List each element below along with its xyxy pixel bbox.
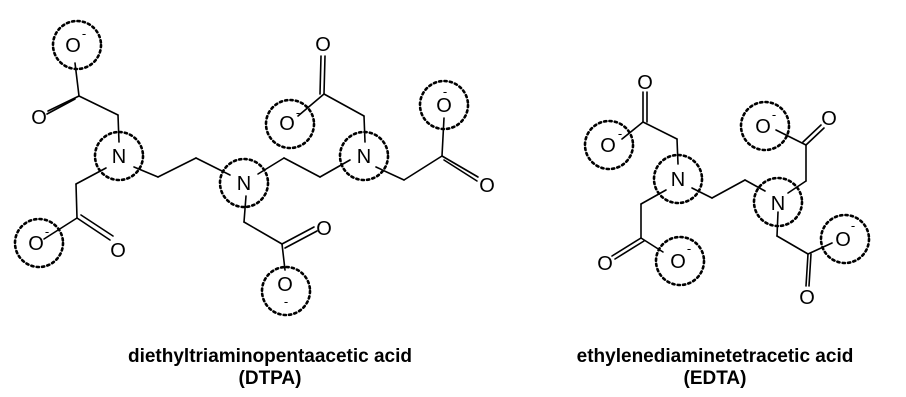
dtpa-oxygen-carbonyl-upper-left: O — [31, 107, 47, 129]
edta-caption: ethylenediaminetetracetic acid (EDTA) — [545, 346, 885, 390]
edta-site-nitrogen-left — [652, 153, 704, 205]
dtpa-oxygen-anion-lower-left: O — [28, 233, 44, 255]
edta-donor-site-markers — [583, 100, 871, 287]
edta-structure: N N O O O O O - O - O - O - — [583, 72, 871, 309]
dtpa-oxygen-carbonyl-center: O — [316, 218, 332, 240]
edta-nitrogen-right: N — [771, 193, 785, 215]
dtpa-site-oxygen-upper-left — [51, 19, 103, 71]
edta-site-oxygen-upper-right — [739, 100, 791, 152]
dtpa-oxygen-anion-center: O — [277, 274, 293, 296]
dtpa-site-nitrogen-center — [218, 157, 270, 209]
edta-bonds — [611, 91, 833, 287]
dtpa-charge-right: - — [443, 84, 447, 99]
edta-nitrogen-left: N — [671, 169, 685, 191]
dtpa-oxygen-anion-upper-left: O — [65, 35, 81, 57]
dtpa-donor-site-markers — [13, 19, 470, 317]
dtpa-caption: diethyltriaminopentaacetic acid (DTPA) — [60, 346, 480, 390]
edta-oxygen-carbonyl-lower-right: O — [799, 287, 815, 309]
dtpa-oxygen-carbonyl-right: O — [479, 175, 495, 197]
edta-name: ethylenediaminetetracetic acid — [576, 346, 854, 367]
edta-oxygen-anion-lower: O — [670, 251, 686, 273]
dtpa-charge-lower-left: - — [45, 224, 49, 239]
dtpa-nitrogen-center: N — [237, 173, 251, 195]
dtpa-oxygen-anion-right: O — [436, 95, 452, 117]
edta-site-oxygen-lower — [654, 235, 706, 287]
dtpa-site-oxygen-center — [260, 265, 312, 317]
edta-oxygen-carbonyl-upper-left: O — [637, 72, 653, 94]
edta-oxygen-carbonyl-lower-left: O — [597, 253, 613, 275]
dtpa-name: diethyltriaminopentaacetic acid — [127, 346, 413, 367]
edta-charge-lower-right: - — [851, 218, 855, 233]
dtpa-oxygen-anion-upper-right: O — [279, 113, 295, 135]
dtpa-charge-center: - — [284, 294, 288, 309]
edta-charge-upper-right: - — [772, 107, 776, 122]
dtpa-site-oxygen-right — [418, 79, 470, 131]
edta-charge-left: - — [618, 126, 622, 141]
dtpa-abbreviation: (DTPA) — [238, 368, 302, 389]
edta-site-oxygen-left — [583, 119, 635, 171]
dtpa-oxygen-carbonyl-upper-right: O — [315, 34, 331, 56]
dtpa-structure: N N N O O O O O O - O - O - O - O - — [13, 19, 495, 317]
edta-site-nitrogen-right — [752, 176, 804, 228]
dtpa-charge-upper-left: - — [82, 26, 86, 41]
edta-oxygen-anion-left: O — [600, 135, 616, 157]
edta-oxygen-anion-upper-right: O — [755, 116, 771, 138]
dtpa-atoms: N N N O O O O O O - O - O - O - O - — [28, 26, 495, 309]
edta-oxygen-carbonyl-upper-right: O — [821, 108, 837, 130]
edta-oxygen-anion-lower-right: O — [835, 229, 851, 251]
edta-site-oxygen-lower-right — [819, 213, 871, 265]
dtpa-site-nitrogen-left — [93, 130, 145, 182]
dtpa-site-nitrogen-right — [338, 130, 390, 182]
dtpa-charge-upper-right: - — [296, 105, 300, 120]
edta-charge-lower: - — [687, 241, 691, 256]
dtpa-nitrogen-left: N — [112, 146, 126, 168]
dtpa-nitrogen-right: N — [357, 146, 371, 168]
edta-atoms: N N O O O O O - O - O - O - — [597, 72, 855, 309]
dtpa-oxygen-carbonyl-lower-left: O — [110, 240, 126, 262]
edta-abbreviation: (EDTA) — [683, 368, 747, 389]
dtpa-site-oxygen-lower-left — [13, 217, 65, 269]
dtpa-site-oxygen-upper-right — [264, 98, 316, 150]
dtpa-bonds — [43, 55, 479, 271]
